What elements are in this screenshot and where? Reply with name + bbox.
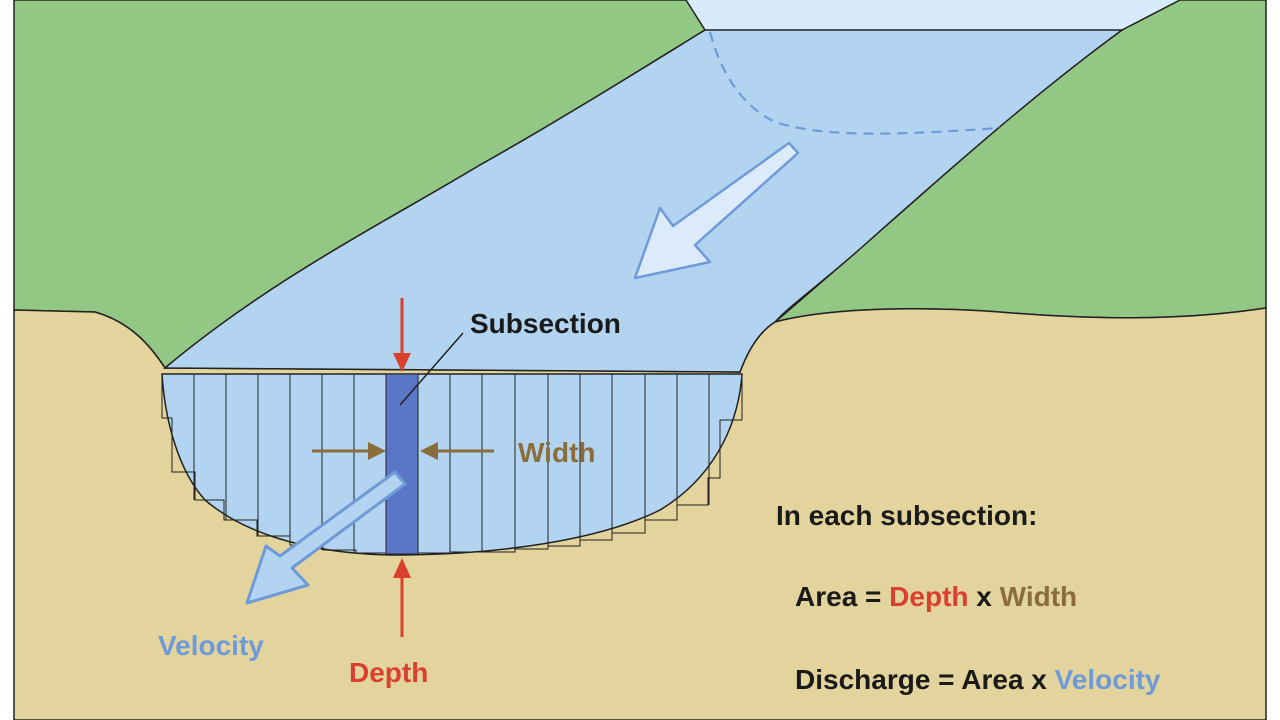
discharge-formula-velocity: Velocity	[1055, 664, 1161, 695]
depth-arrow-down-icon	[393, 353, 411, 372]
velocity-arrow-icon	[245, 470, 407, 605]
flow-arrow-icon	[633, 141, 800, 280]
depth-arrows	[393, 298, 411, 637]
area-formula-prefix: Area =	[795, 581, 889, 612]
area-formula-depth: Depth	[889, 581, 968, 612]
highlighted-subsection	[385, 373, 419, 555]
far-water	[680, 0, 1200, 32]
width-arrow-left-icon	[420, 442, 438, 460]
river-surface	[162, 29, 1125, 373]
subsection-dividers	[193, 374, 710, 553]
width-arrow-right-icon	[368, 442, 386, 460]
subsection-leader	[399, 332, 464, 406]
area-formula-width: Width	[1000, 581, 1078, 612]
width-label: Width	[518, 437, 596, 468]
velocity-label: Velocity	[158, 630, 264, 661]
dashed-flow-line	[708, 31, 1001, 135]
formula-heading: In each subsection:	[776, 500, 1037, 531]
area-formula-times: x	[969, 581, 1000, 612]
width-arrows	[312, 442, 494, 460]
subsection-label: Subsection	[470, 308, 621, 339]
discharge-formula: Discharge = Area x Velocity	[795, 664, 1161, 695]
depth-label: Depth	[349, 657, 428, 688]
area-formula: Area = Depth x Width	[795, 581, 1077, 612]
depth-arrow-up-icon	[393, 558, 411, 578]
discharge-formula-prefix: Discharge = Area x	[795, 664, 1055, 695]
